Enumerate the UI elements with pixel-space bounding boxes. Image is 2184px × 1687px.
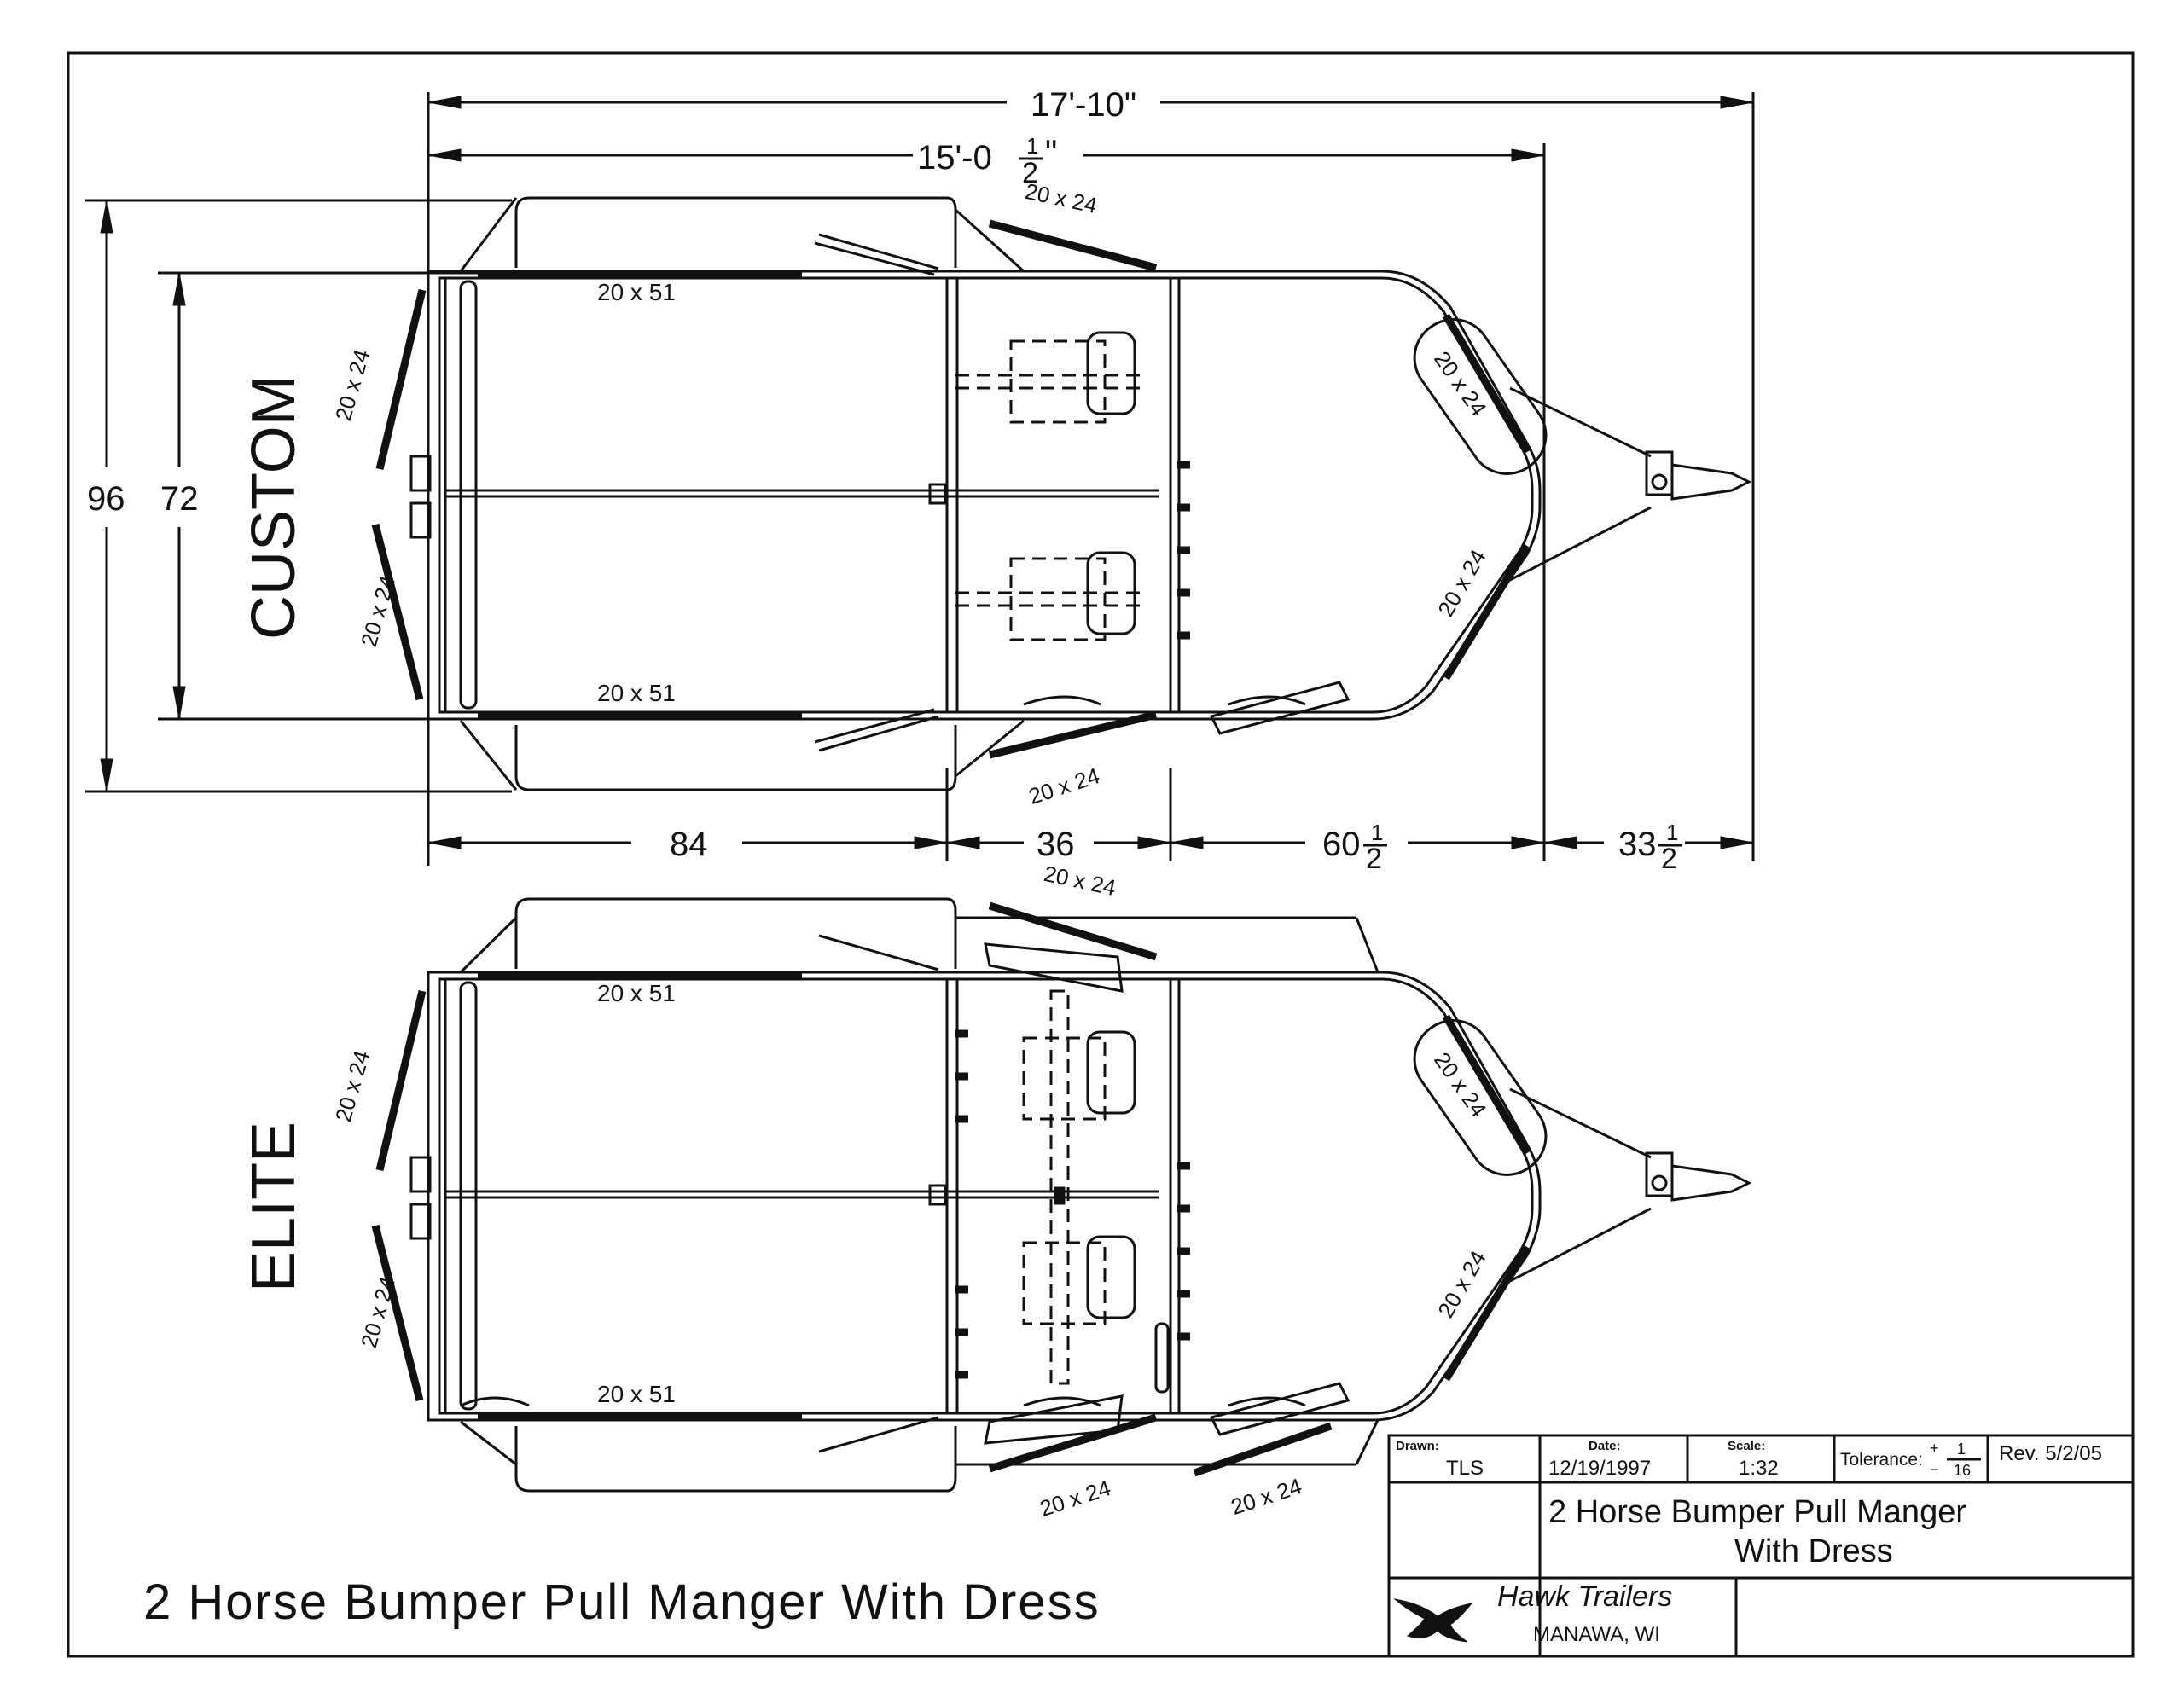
dim-body-length: 15'-0 [917,139,992,177]
dim-seg-60-num: 1 [1371,820,1383,845]
dim-body-length-frac-num: 1 [1026,133,1038,159]
hawk-logo-icon [1393,1598,1473,1643]
drawing-border [67,51,2135,1658]
custom-window-rear-left: 20 x 24 [330,346,375,423]
dim-seg-60: 60 [1322,826,1361,863]
elite-window-escape-top: 20 x 24 [1042,861,1118,901]
dim-seg-84: 84 [670,826,708,863]
custom-window-side-top: 20 x 51 [597,279,676,305]
dim-seg-33-den: 2 [1661,843,1677,875]
elite-trailer-view [371,897,1752,1493]
title-block-title-line1: 2 Horse Bumper Pull Manger [1548,1494,1966,1530]
view-label-custom: CUSTOM [240,374,308,640]
custom-trailer-view [371,196,1752,791]
date-value: 12/19/1997 [1548,1457,1651,1480]
scale-value: 1:32 [1739,1457,1779,1480]
elite-window-nose-bottom: 20 x 24 [1432,1246,1491,1322]
elite-window-side-bottom: 20 x 51 [597,1381,676,1407]
elite-window-escape-bottom-front: 20 x 24 [1228,1473,1304,1520]
dim-body-length-frac-den: 2 [1022,157,1038,189]
dimension-lines [85,92,1755,866]
company-location: MANAWA, WI [1533,1623,1660,1646]
custom-window-escape-bottom: 20 x 24 [1025,762,1102,809]
tolerance-plus: + [1930,1440,1939,1457]
drawn-label: Drawn: [1396,1439,1439,1453]
dim-overall-length: 17'-10" [1031,86,1136,124]
dim-seg-33-num: 1 [1666,820,1678,845]
drawing-title: 2 Horse Bumper Pull Manger With Dress [143,1574,1101,1630]
custom-window-nose-bottom: 20 x 24 [1432,545,1491,621]
dim-body-length-inch: " [1045,134,1057,171]
view-label-elite: ELITE [240,1122,308,1292]
revision: Rev. 5/2/05 [1999,1442,2102,1465]
elite-window-side-top: 20 x 51 [597,980,676,1006]
elite-window-escape-bottom: 20 x 24 [1037,1475,1113,1522]
tolerance-minus: − [1930,1461,1939,1478]
dim-seg-33: 33 [1618,826,1657,863]
custom-window-side-bottom: 20 x 51 [597,680,676,706]
tolerance-label: Tolerance: [1840,1450,1923,1470]
scale-label: Scale: [1728,1439,1765,1453]
title-block [1387,1434,2135,1658]
custom-window-escape-top: 20 x 24 [1023,178,1100,218]
date-label: Date: [1589,1439,1621,1453]
title-block-title-line2: With Dress [1734,1533,1893,1569]
dim-outer-width: 96 [87,480,125,518]
dim-seg-36: 36 [1037,826,1075,863]
tolerance-num: 1 [1957,1441,1966,1458]
tolerance-den: 16 [1954,1462,1971,1479]
dim-inner-width: 72 [160,480,199,518]
company-name: Hawk Trailers [1497,1580,1672,1613]
elite-window-rear-left: 20 x 24 [330,1047,375,1124]
dim-seg-60-den: 2 [1366,843,1382,875]
drawn-value: TLS [1446,1457,1484,1480]
